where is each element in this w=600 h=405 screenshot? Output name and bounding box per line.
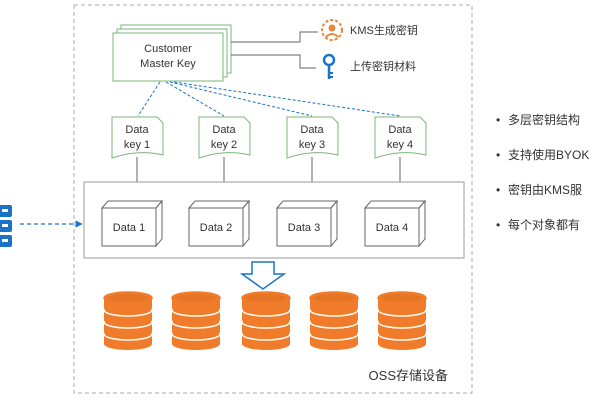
- data-block-4: Data 4: [363, 199, 427, 248]
- master-key-line1: Customer: [144, 43, 192, 55]
- data-block-1: Data 1: [100, 199, 164, 248]
- storage-cylinders: [103, 291, 427, 350]
- bullet-item: 多层密钥结构: [492, 105, 600, 140]
- data-key-1-line1: Data: [125, 124, 149, 136]
- data-key-4-line2: key 4: [387, 139, 413, 151]
- storage-cylinder-icon: [309, 291, 359, 350]
- storage-cylinder-icon: [103, 291, 153, 350]
- data-key-3-line2: key 3: [299, 139, 325, 151]
- feature-bullet-list: 多层密钥结构 支持使用BYOK 密钥由KMS服 每个对象都有: [492, 105, 600, 245]
- master-to-datakey-lines: [137, 81, 401, 117]
- storage-cylinder-icon: [171, 291, 221, 350]
- data-key-2-line2: key 2: [211, 139, 237, 151]
- data-key-4: Data key 4: [374, 116, 427, 159]
- data-block-3-label: Data 3: [288, 222, 320, 234]
- bullet-item: 每个对象都有: [492, 210, 600, 245]
- data-block-2-label: Data 2: [200, 222, 232, 234]
- data-key-1: Data key 1: [111, 116, 164, 159]
- key-icon: [322, 53, 336, 79]
- master-key-line2: Master Key: [140, 58, 196, 70]
- upload-label: 上传密钥材料: [350, 59, 416, 73]
- customer-master-key: Customer Master Key: [112, 24, 232, 82]
- down-arrow-icon: [239, 261, 287, 290]
- kms-connector: [231, 31, 318, 43]
- storage-cylinder-icon: [241, 291, 291, 350]
- data-block-2: Data 2: [187, 199, 251, 248]
- data-key-4-line1: Data: [388, 124, 412, 136]
- data-block-1-label: Data 1: [113, 222, 145, 234]
- outer-frame: [73, 4, 473, 394]
- bullet-item: 密钥由KMS服: [492, 175, 600, 210]
- client-device-icon: [0, 205, 12, 247]
- data-key-2-line1: Data: [212, 124, 236, 136]
- storage-cylinder-icon: [377, 291, 427, 350]
- data-block-3: Data 3: [275, 199, 339, 248]
- kms-label: KMS生成密钥: [350, 23, 418, 37]
- data-key-2: Data key 2: [198, 116, 251, 159]
- storage-label: OSS存储设备: [369, 368, 448, 383]
- bullet-item: 支持使用BYOK: [492, 140, 600, 175]
- data-key-3-line1: Data: [300, 124, 324, 136]
- data-key-1-line2: key 1: [124, 139, 150, 151]
- upload-connector: [231, 54, 316, 69]
- data-key-3: Data key 3: [286, 116, 339, 159]
- data-block-4-label: Data 4: [376, 222, 408, 234]
- kms-gear-icon: [321, 19, 343, 41]
